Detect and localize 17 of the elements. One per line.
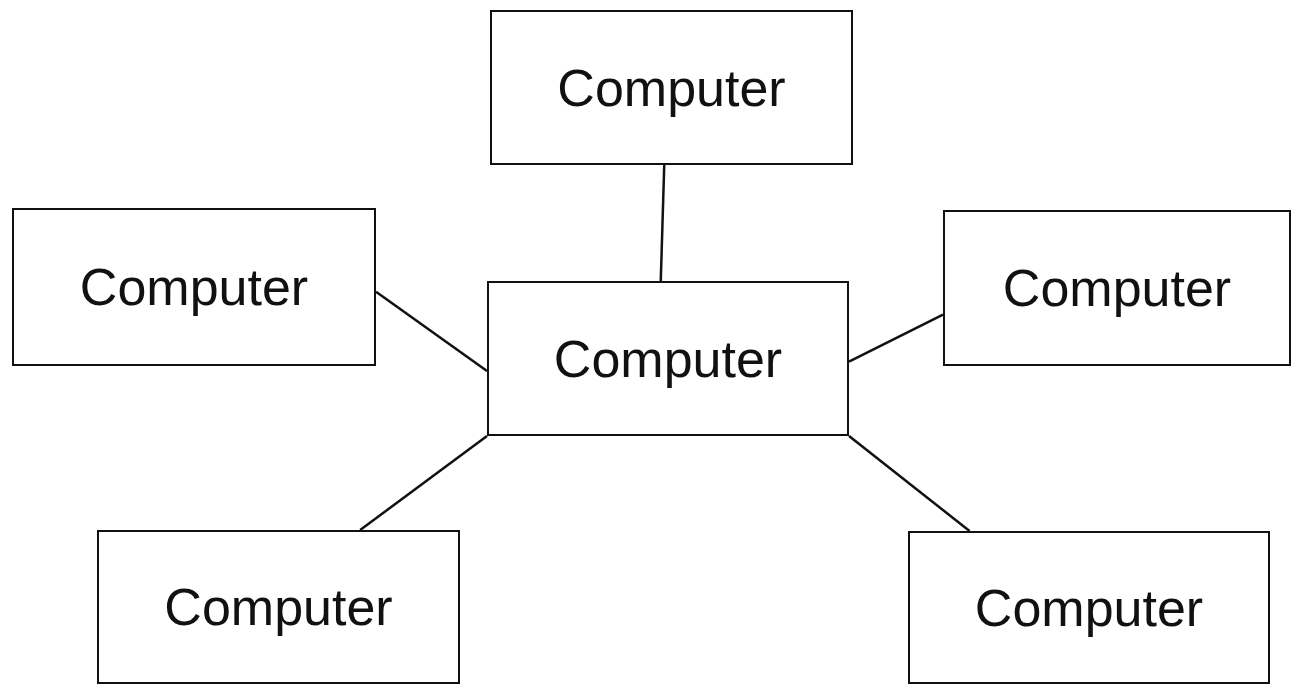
connector-line — [375, 290, 488, 372]
computer-box — [943, 210, 1291, 366]
node-label: Computer — [557, 57, 786, 118]
connector-line — [848, 435, 971, 532]
node-label: Computer — [553, 328, 783, 389]
node-label: Computer — [974, 577, 1204, 638]
computer-box — [97, 530, 460, 684]
node-label: Computer — [164, 577, 393, 637]
node-label: Computer — [1002, 258, 1232, 318]
computer-box — [908, 531, 1270, 684]
computer-box — [12, 208, 376, 366]
node-label: Computer — [79, 257, 309, 317]
connector-line — [659, 164, 666, 282]
computer-box — [487, 281, 849, 436]
computer-box — [490, 10, 853, 165]
connector-line — [848, 313, 944, 363]
connector-line — [359, 435, 488, 531]
